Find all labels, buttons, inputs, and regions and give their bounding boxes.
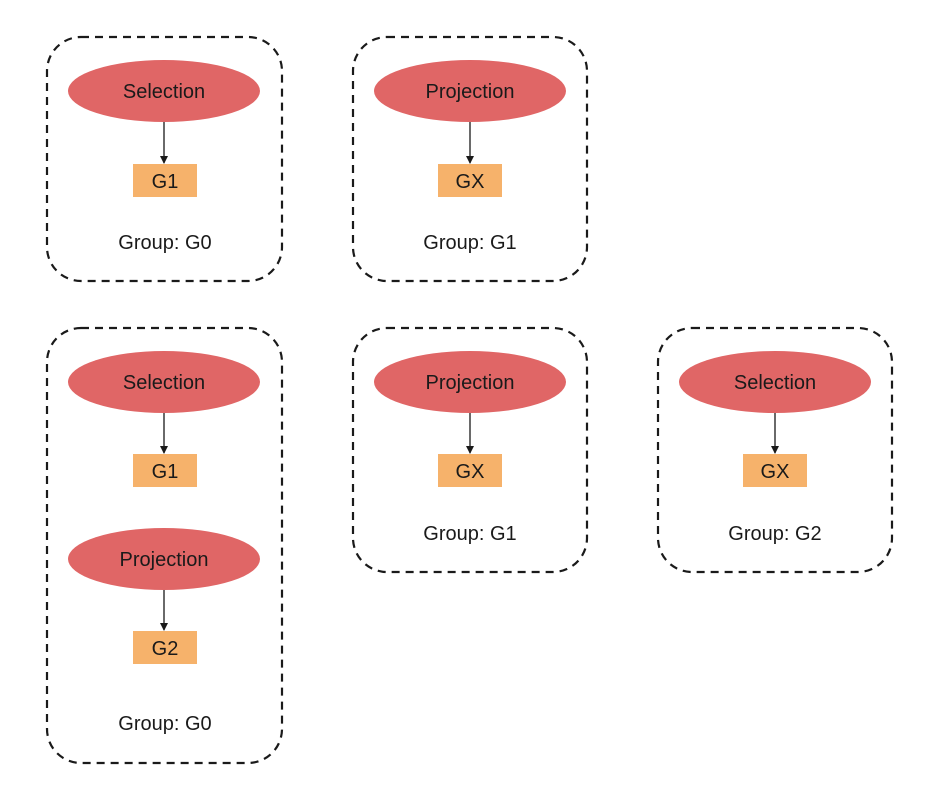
child-group-label: GX	[456, 461, 485, 483]
group-box-g2: Selection GX Group: G2	[656, 326, 894, 574]
expression-selection-g1: Selection G1	[68, 60, 260, 197]
child-group-box	[438, 164, 502, 197]
group-box-g1-bottom: Projection GX Group: G1	[351, 326, 589, 574]
child-group-box	[438, 454, 502, 487]
selection-node	[68, 60, 260, 122]
child-group-label: GX	[761, 461, 790, 483]
operator-label: Projection	[120, 549, 209, 571]
child-group-label: G1	[152, 461, 179, 483]
group-box-g0-top: Selection G1 Group: G0	[45, 35, 284, 283]
operator-label: Projection	[426, 81, 515, 103]
expression-selection-g1: Selection G1	[68, 351, 260, 487]
expression-projection-gx: Projection GX	[374, 351, 566, 487]
selection-node	[679, 351, 871, 413]
expression-projection-g2: Projection G2	[68, 528, 260, 664]
selection-node	[68, 351, 260, 413]
group-label: Group: G0	[118, 713, 211, 735]
projection-node	[374, 351, 566, 413]
child-group-label: G2	[152, 638, 179, 660]
operator-label: Projection	[426, 372, 515, 394]
expression-selection-gx: Selection GX	[679, 351, 871, 487]
group-label: Group: G1	[423, 232, 516, 254]
group-label: Group: G0	[118, 232, 211, 254]
group-box-g1-top: Projection GX Group: G1	[351, 35, 589, 283]
child-group-box	[743, 454, 807, 487]
child-group-box	[133, 164, 197, 197]
group-label: Group: G1	[423, 523, 516, 545]
child-group-box	[133, 454, 197, 487]
expression-projection-gx: Projection GX	[374, 60, 566, 197]
operator-label: Selection	[123, 81, 205, 103]
projection-node	[374, 60, 566, 122]
operator-label: Selection	[123, 372, 205, 394]
group-box-g0-bottom: Selection G1 Projection G2 Group: G0	[45, 326, 284, 765]
child-group-label: G1	[152, 171, 179, 193]
child-group-label: GX	[456, 171, 485, 193]
projection-node	[68, 528, 260, 590]
operator-label: Selection	[734, 372, 816, 394]
group-label: Group: G2	[728, 523, 821, 545]
child-group-box	[133, 631, 197, 664]
